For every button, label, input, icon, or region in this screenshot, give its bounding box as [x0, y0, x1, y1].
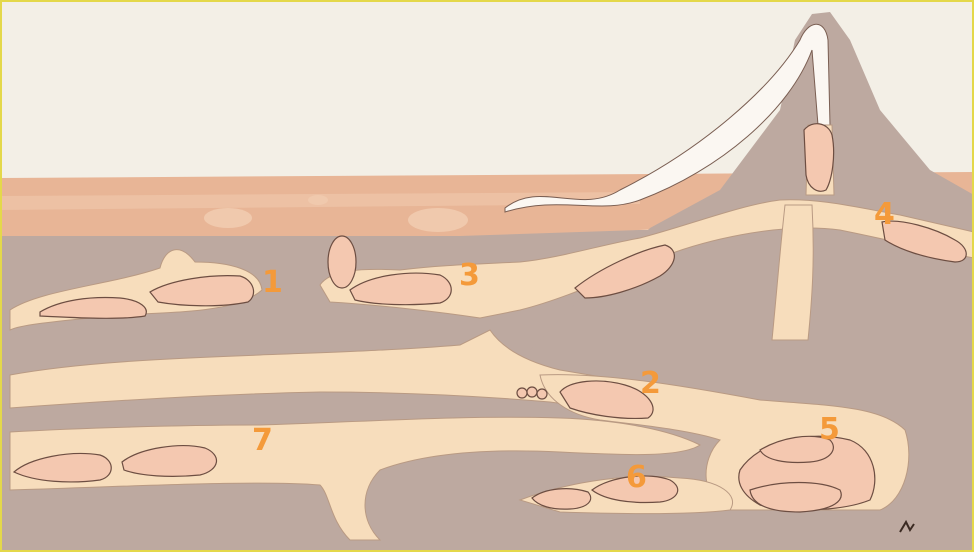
label-7: 7 [252, 423, 273, 458]
label-4: 4 [874, 197, 895, 232]
tuber [328, 236, 356, 288]
mole-rat [804, 124, 834, 192]
label-6: 6 [626, 460, 647, 495]
label-2: 2 [640, 366, 661, 401]
soil-mound [408, 208, 468, 232]
soil-mound [204, 208, 252, 228]
label-1: 1 [262, 265, 283, 300]
soil-mound [308, 195, 328, 205]
mole-rat-pup [527, 387, 537, 397]
label-5: 5 [819, 412, 840, 447]
label-3: 3 [459, 258, 480, 293]
mole-rat-pup [537, 389, 547, 399]
mole-rat-pup [517, 388, 527, 398]
